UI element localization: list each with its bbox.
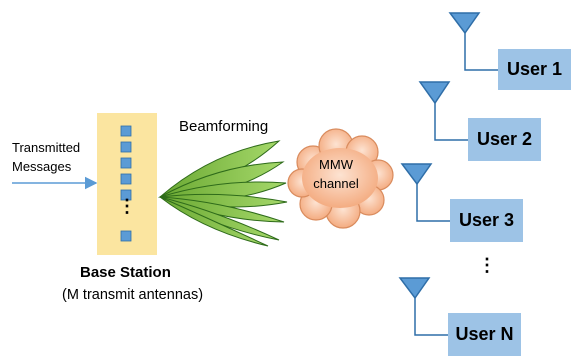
- antenna-icon: [400, 163, 433, 186]
- user-box-2: User 2: [468, 118, 541, 161]
- antenna-element: [120, 125, 132, 137]
- user-connector: [434, 103, 468, 141]
- beam-fan: [158, 140, 288, 247]
- channel-label-line2: channel: [313, 176, 359, 191]
- antenna-element: [120, 230, 132, 242]
- antenna-icon: [448, 12, 481, 35]
- input-label-line1: Transmitted: [12, 140, 81, 155]
- base-station-subtitle: (M transmit antennas): [62, 287, 204, 303]
- user-connector: [464, 33, 498, 71]
- user-box-3: User 3: [450, 199, 523, 242]
- input-label-line2: Messages: [12, 159, 72, 174]
- antenna-element: [120, 189, 132, 201]
- cloud-body: [302, 148, 378, 208]
- user-box-1: User 1: [498, 49, 571, 90]
- base-station-title: Base Station: [80, 264, 171, 281]
- antenna-element: [120, 141, 132, 153]
- antenna-ellipsis: ⋮: [118, 196, 136, 216]
- antenna-element: [120, 157, 132, 169]
- antenna-icon: [398, 277, 431, 300]
- user-box-n: User N: [448, 313, 521, 356]
- users-ellipsis: ⋮: [478, 255, 496, 275]
- base-station-antennas: [120, 125, 132, 242]
- user-antennas: [398, 12, 498, 336]
- channel-label-line1: MMW: [319, 157, 353, 172]
- beam-lobe: [159, 196, 269, 247]
- user-connector: [414, 298, 448, 336]
- beamforming-label: Beamforming: [179, 118, 269, 135]
- user-connector: [416, 184, 450, 222]
- antenna-element: [120, 173, 132, 185]
- antenna-icon: [418, 81, 451, 105]
